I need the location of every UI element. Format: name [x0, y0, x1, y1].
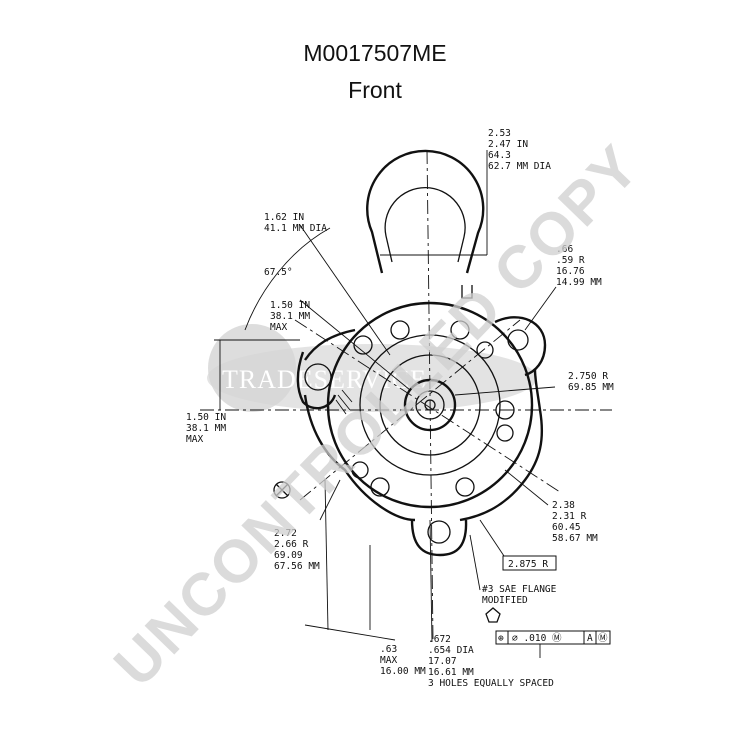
svg-text:.654 DIA: .654 DIA — [428, 645, 474, 656]
svg-text:#3 SAE FLANGE: #3 SAE FLANGE — [482, 584, 557, 595]
svg-text:2.47 IN: 2.47 IN — [488, 139, 528, 150]
svg-text:2.53: 2.53 — [488, 128, 511, 139]
svg-text:MAX: MAX — [270, 322, 287, 333]
dim-bottom-max: .63 MAX 16.00 MM — [380, 644, 426, 677]
svg-text:64.3: 64.3 — [488, 150, 511, 161]
svg-text:38.1 MM: 38.1 MM — [270, 311, 310, 322]
svg-text:1.50 IN: 1.50 IN — [270, 300, 310, 311]
uncontrolled-copy-watermark: UNCONTROLLED COPY — [101, 132, 652, 699]
svg-text:1.62 IN: 1.62 IN — [264, 212, 304, 223]
svg-text:2.38: 2.38 — [552, 500, 575, 511]
svg-text:17.07: 17.07 — [428, 656, 457, 667]
svg-text:69.85 MM: 69.85 MM — [568, 382, 614, 393]
dim-bore-radius: 2.750 R 69.85 MM — [568, 371, 614, 393]
bottom-ear — [410, 519, 468, 557]
svg-text:MAX: MAX — [380, 655, 397, 666]
starter-front-outline — [273, 149, 547, 557]
svg-text:.66: .66 — [556, 244, 573, 255]
svg-text:.59 R: .59 R — [556, 255, 585, 266]
basic-radius-box: 2.875 R — [502, 555, 557, 571]
svg-text:2.66 R: 2.66 R — [274, 539, 309, 550]
svg-text:60.45: 60.45 — [552, 522, 581, 533]
flange-circle — [326, 301, 534, 509]
drawing-title: M0017507ME — [303, 40, 447, 66]
dim-top-right: 2.53 2.47 IN 64.3 62.7 MM DIA — [488, 128, 551, 172]
dim-ear-radius: .66 .59 R 16.76 14.99 MM — [556, 244, 602, 288]
ground-symbol-icon — [273, 481, 291, 499]
svg-text:69.09: 69.09 — [274, 550, 303, 561]
svg-text:MODIFIED: MODIFIED — [482, 595, 528, 606]
right-ear — [494, 316, 547, 377]
svg-text:⊕: ⊕ — [498, 633, 504, 644]
top-ear — [366, 149, 485, 274]
dim-upper-left: 1.62 IN 41.1 MM DIA — [264, 212, 327, 234]
svg-text:14.99 MM: 14.99 MM — [556, 277, 602, 288]
svg-text:Ⓜ: Ⓜ — [598, 633, 608, 644]
svg-text:A: A — [587, 633, 593, 644]
svg-text:MAX: MAX — [186, 434, 203, 445]
svg-text:2.875 R: 2.875 R — [508, 559, 548, 570]
svg-text:2.750 R: 2.750 R — [568, 371, 608, 382]
svg-text:41.1 MM DIA: 41.1 MM DIA — [264, 223, 327, 234]
svg-text:16.76: 16.76 — [556, 266, 585, 277]
svg-text:16.00 MM: 16.00 MM — [380, 666, 426, 677]
svg-text:62.7 MM DIA: 62.7 MM DIA — [488, 161, 551, 172]
svg-text:1.50 IN: 1.50 IN — [186, 412, 226, 423]
svg-text:2.31 R: 2.31 R — [552, 511, 587, 522]
right-mounting-hole — [507, 329, 529, 351]
svg-text:58.67 MM: 58.67 MM — [552, 533, 598, 544]
datum-pentagon-icon — [485, 607, 501, 623]
feature-control-frame: ⊕ ∅ .010 Ⓜ A Ⓜ — [495, 630, 611, 645]
svg-text:.63: .63 — [380, 644, 397, 655]
svg-text:16.61 MM: 16.61 MM — [428, 667, 474, 678]
dim-flange-radius: 2.38 2.31 R 60.45 58.67 MM — [552, 500, 598, 544]
svg-text:∅ .010 Ⓜ: ∅ .010 Ⓜ — [512, 633, 562, 644]
dim-left-max: 1.50 IN 38.1 MM MAX — [186, 412, 226, 445]
dim-mid-left: 1.50 IN 38.1 MM MAX — [270, 300, 310, 333]
bottom-mounting-hole — [427, 520, 451, 544]
svg-text:38.1 MM: 38.1 MM — [186, 423, 226, 434]
body-outline — [303, 328, 544, 522]
dimension-leaders — [214, 150, 557, 658]
svg-text:.672: .672 — [428, 634, 451, 645]
angle-dimension: 67.5° — [264, 267, 293, 278]
view-label: Front — [348, 77, 402, 103]
svg-text:2.72: 2.72 — [274, 528, 297, 539]
centerlines — [200, 149, 612, 641]
hole-note: .672 .654 DIA 17.07 16.61 MM 3 HOLES EQU… — [428, 634, 554, 689]
dim-lower-left-radius: 2.72 2.66 R 69.09 67.56 MM — [274, 528, 320, 572]
svg-text:67.56 MM: 67.56 MM — [274, 561, 320, 572]
svg-text:3 HOLES EQUALLY SPACED: 3 HOLES EQUALLY SPACED — [428, 678, 554, 689]
flange-note: #3 SAE FLANGE MODIFIED — [482, 584, 557, 606]
